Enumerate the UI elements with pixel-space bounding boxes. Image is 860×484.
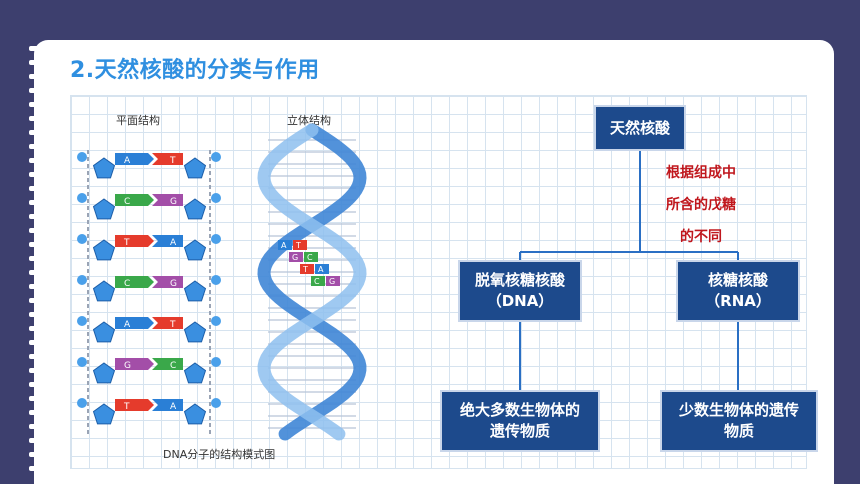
rna-role-line-2: 物质 <box>723 422 754 440</box>
left-base-letter: A <box>124 156 131 166</box>
left-sugar <box>92 239 116 261</box>
right-base-letter: A <box>170 238 177 248</box>
left-base-letter: C <box>124 197 130 207</box>
right-sugar <box>183 280 207 302</box>
right-phosphate <box>211 357 221 367</box>
right-phosphate <box>211 316 221 326</box>
criterion-line-3: 的不同 <box>680 229 722 245</box>
criterion-line-1: 根据组成中 <box>666 165 736 181</box>
dna-role-line-1: 绝大多数生物体的 <box>459 401 580 419</box>
left-sugar <box>92 403 116 425</box>
right-sugar <box>183 239 207 261</box>
left-base-letter: T <box>123 238 130 248</box>
left-base <box>115 358 154 370</box>
left-sugar <box>92 198 116 220</box>
root-label: 天然核酸 <box>609 118 670 137</box>
helix-base-letter: T <box>302 265 308 274</box>
rna-node: 核糖核酸 （RNA） <box>676 260 800 322</box>
left-phosphate <box>77 398 87 408</box>
left-phosphate <box>77 275 87 285</box>
helix-base-left <box>278 240 292 250</box>
helix-strand-b <box>257 123 367 441</box>
dna-abbrev: （DNA） <box>486 292 554 310</box>
rna-abbrev: （RNA） <box>705 292 771 310</box>
dna-role-node: 绝大多数生物体的 遗传物质 <box>440 390 600 452</box>
right-base <box>152 194 183 206</box>
left-base <box>115 399 154 411</box>
right-base <box>152 235 183 247</box>
helix-base-left <box>289 252 303 262</box>
right-sugar <box>183 362 207 384</box>
helix-base-right <box>304 252 318 262</box>
right-base-letter: G <box>170 197 177 207</box>
rna-role-line-1: 少数生物体的遗传 <box>678 401 799 419</box>
left-base <box>115 194 154 206</box>
root-node: 天然核酸 <box>594 105 686 151</box>
right-base-letter: T <box>169 320 176 330</box>
right-sugar <box>183 403 207 425</box>
helix-base-letter: A <box>281 241 287 250</box>
planar-structure: A T C G T A C G A T G C T A <box>77 150 221 435</box>
right-phosphate <box>211 193 221 203</box>
left-base <box>115 317 154 329</box>
left-base <box>115 235 154 247</box>
left-sugar <box>92 157 116 179</box>
dna-role-line-2: 遗传物质 <box>489 422 550 440</box>
right-phosphate <box>211 275 221 285</box>
right-base-letter: G <box>170 279 177 289</box>
right-base-letter: T <box>169 156 176 166</box>
left-sugar <box>92 280 116 302</box>
helix-strand-a <box>257 123 367 441</box>
left-sugar <box>92 362 116 384</box>
left-base-letter: C <box>124 279 130 289</box>
figure-caption: DNA分子的结构模式图 <box>163 448 276 461</box>
rna-role-node: 少数生物体的遗传 物质 <box>660 390 818 452</box>
right-phosphate <box>211 152 221 162</box>
page-title: 2.天然核酸的分类与作用 <box>70 58 320 83</box>
right-base-letter: C <box>170 361 176 371</box>
helix-base-letter: T <box>295 241 301 250</box>
helix-base-right <box>315 264 329 274</box>
right-sugar <box>183 198 207 220</box>
helix-base-letter: G <box>329 277 335 286</box>
right-base <box>152 399 183 411</box>
helix-base-letter: G <box>292 253 298 262</box>
right-phosphate <box>211 398 221 408</box>
left-phosphate <box>77 193 87 203</box>
right-phosphate <box>211 234 221 244</box>
right-base <box>152 153 183 165</box>
helix-base-letter: A <box>318 265 324 274</box>
left-phosphate <box>77 357 87 367</box>
helix-base-letter: C <box>307 253 313 262</box>
left-phosphate <box>77 316 87 326</box>
right-sugar <box>183 157 207 179</box>
planar-structure-label: 平面结构 <box>116 114 160 127</box>
left-base-letter: A <box>124 320 131 330</box>
left-phosphate <box>77 234 87 244</box>
left-base <box>115 276 154 288</box>
helix-base-left <box>311 276 325 286</box>
right-base <box>152 317 183 329</box>
right-base <box>152 358 183 370</box>
left-sugar <box>92 321 116 343</box>
helix-base-right <box>293 240 307 250</box>
dna-node: 脱氧核糖核酸 （DNA） <box>458 260 582 322</box>
helix-base-right <box>326 276 340 286</box>
rna-name: 核糖核酸 <box>707 271 768 289</box>
left-base-letter: G <box>124 361 131 371</box>
left-phosphate <box>77 152 87 162</box>
left-base <box>115 153 154 165</box>
criterion-line-2: 所含的戊糖 <box>666 197 736 213</box>
helix-base-letter: C <box>314 277 320 286</box>
helix-base-left <box>300 264 314 274</box>
right-base <box>152 276 183 288</box>
stereo-structure-label: 立体结构 <box>287 114 331 127</box>
left-base-letter: T <box>123 402 130 412</box>
right-base-letter: A <box>170 402 177 412</box>
dna-name: 脱氧核糖核酸 <box>474 271 565 289</box>
right-sugar <box>183 321 207 343</box>
